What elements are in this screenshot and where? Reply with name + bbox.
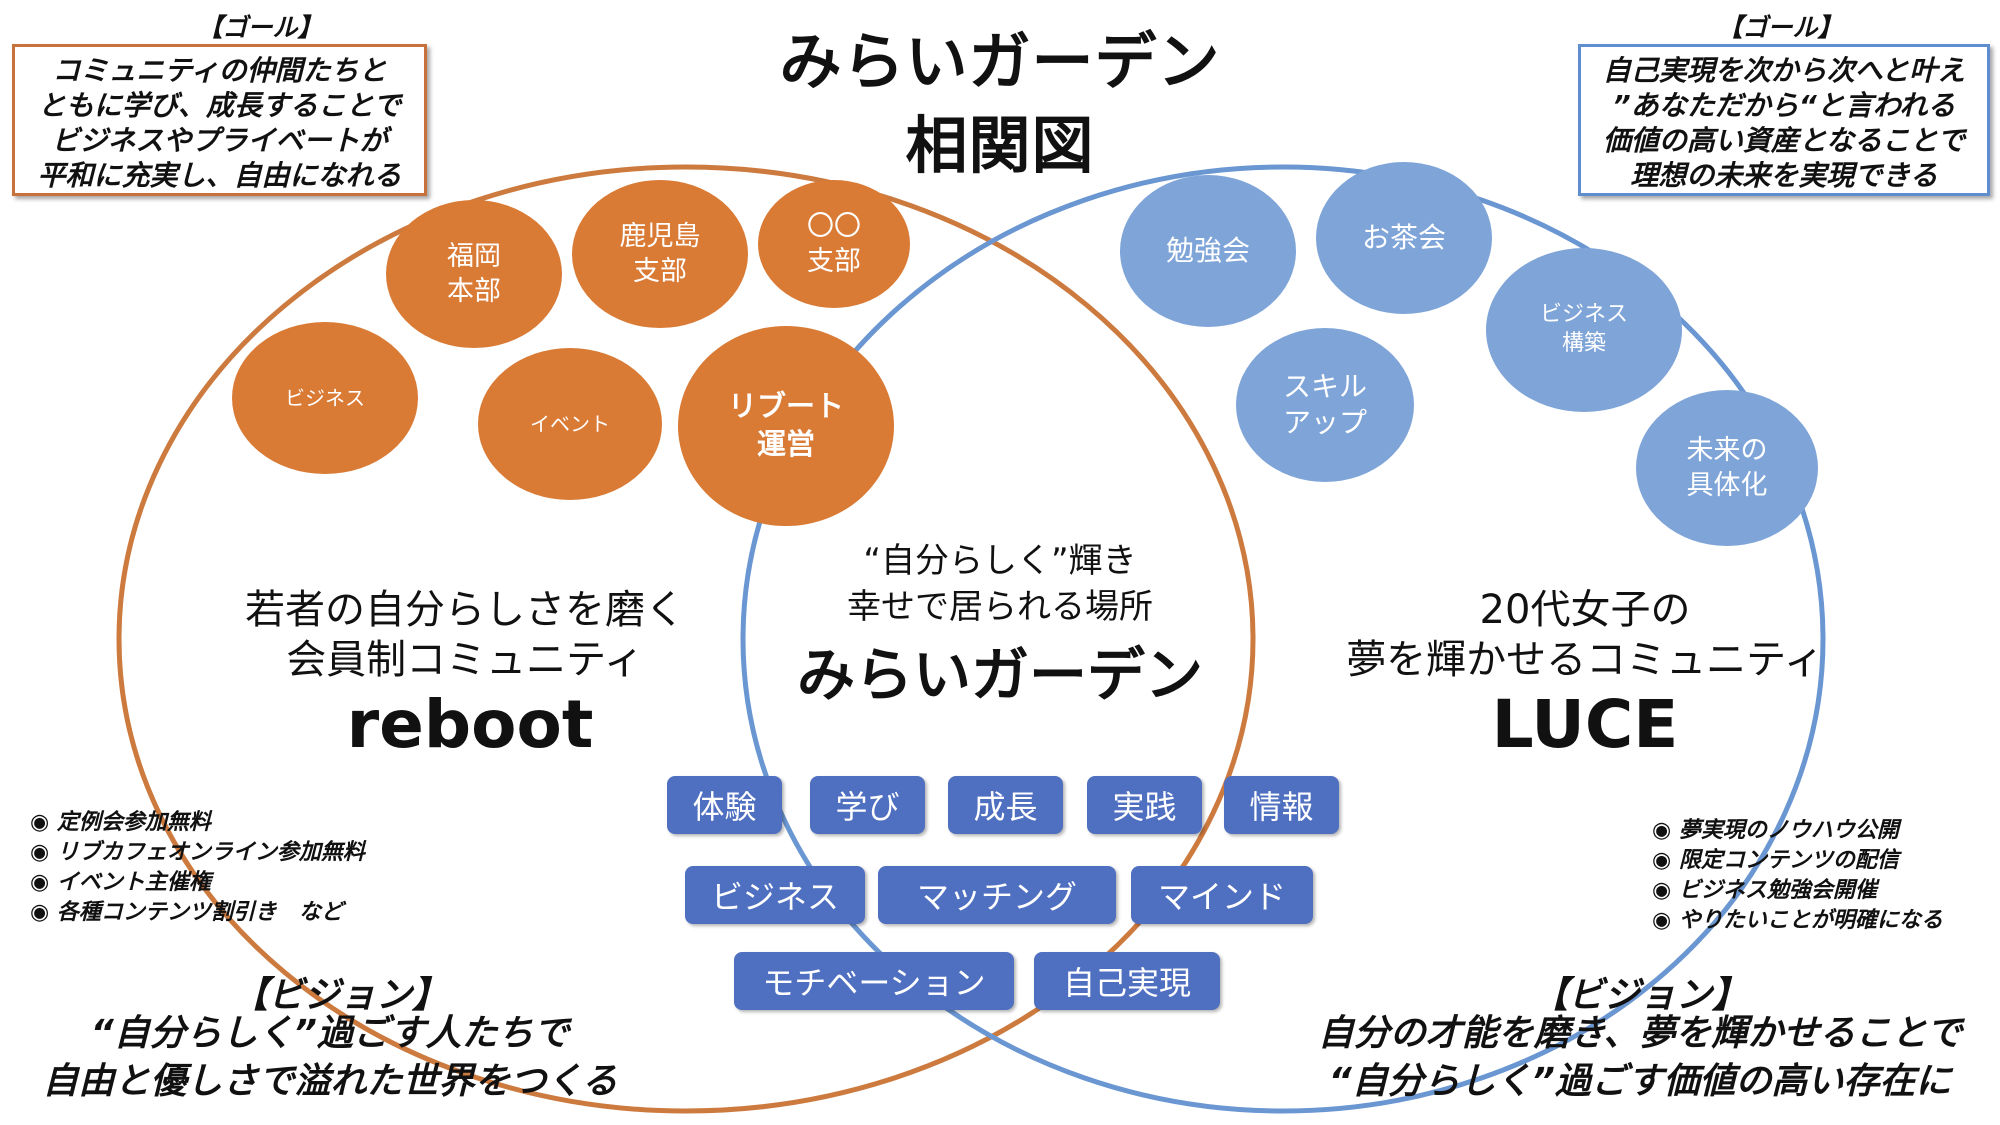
right-goal-box: 自己実現を次から次へと叶え ”あなただから“と言われる 価値の高い資産となること… [1578,44,1990,196]
right-goal-heading: 【ゴール】 [1717,13,1843,42]
page-title: みらいガーデン 相関図 [700,20,1300,188]
bubble-business: ビジネス [232,322,418,474]
bubble-ochakai: お茶会 [1316,162,1492,314]
bubble-mirai-gutaika: 未来の 具体化 [1636,390,1818,546]
reboot-vision-text: “自分らしく”過ごす人たちで 自由と優しさで溢れた世界をつくる [42,1013,618,1102]
bubble-benkyoukai: 勉強会 [1120,175,1296,327]
left-goal-heading: 【ゴール】 [197,13,323,42]
chip-seichou: 成長 [948,776,1063,834]
reboot-vision-heading: 【ビジョン】 [231,975,448,1016]
list-item: ◉ 定例会参加無料 [30,810,211,835]
reboot-description: 若者の自分らしさを磨く 会員制コミュニティ [245,587,685,683]
luce-vision-heading: 【ビジョン】 [1531,975,1748,1016]
luce-benefits-list: ◉ 夢実現のノウハウ公開 ◉ 限定コンテンツの配信 ◉ ビジネス勉強会開催 ◉ … [1652,816,1992,936]
chip-mind: マインド [1131,866,1313,924]
list-item: ◉ やりたいことが明確になる [1652,908,1943,933]
luce-description: 20代女子の 夢を輝かせるコミュニティ [1346,587,1824,683]
bubble-business-kouchiku: ビジネス 構築 [1486,248,1682,412]
chip-motivation: モチベーション [734,952,1014,1010]
chip-jissen: 実践 [1087,776,1202,834]
bubble-maru-shibu: 〇〇 支部 [758,180,910,308]
list-item: ◉ イベント主催権 [30,870,211,895]
luce-vision-text: 自分の才能を磨き、夢を輝かせることで “自分らしく”過ごす価値の高い存在に [1317,1013,1963,1102]
bubble-event: イベント [478,348,662,500]
center-name: みらいガーデン [796,641,1203,709]
list-item: ◉ リブカフェオンライン参加無料 [30,840,365,865]
title-line2: 相関図 [905,109,1095,182]
chip-matching: マッチング [878,866,1116,924]
chip-jouhou: 情報 [1224,776,1339,834]
list-item: ◉ ビジネス勉強会開催 [1652,878,1877,903]
list-item: ◉ 限定コンテンツの配信 [1652,848,1899,873]
bubble-fukuoka-honbu: 福岡 本部 [386,200,562,348]
center-tagline: “自分らしく”輝き 幸せで居られる場所 [847,541,1153,627]
bubble-reboot-unei: リブート 運営 [678,326,894,526]
left-goal-box: コミュニティの仲間たちと ともに学び、成長することで ビジネスやプライベートが … [12,44,427,196]
chip-business: ビジネス [685,866,865,924]
reboot-benefits-list: ◉ 定例会参加無料 ◉ リブカフェオンライン参加無料 ◉ イベント主催権 ◉ 各… [30,808,450,928]
bubble-skill-up: スキル アップ [1236,328,1414,482]
list-item: ◉ 各種コンテンツ割引き など [30,900,343,925]
luce-name: LUCE [1491,686,1679,763]
title-line1: みらいガーデン [779,25,1221,98]
chip-taiken: 体験 [667,776,782,834]
list-item: ◉ 夢実現のノウハウ公開 [1652,818,1899,843]
bubble-kagoshima-shibu: 鹿児島 支部 [572,180,748,328]
chip-jiko-jitsugen: 自己実現 [1034,952,1220,1010]
chip-manabi: 学び [810,776,925,834]
luce-circle [740,164,1826,1114]
reboot-circle [116,164,1256,1114]
reboot-name: reboot [346,686,594,763]
